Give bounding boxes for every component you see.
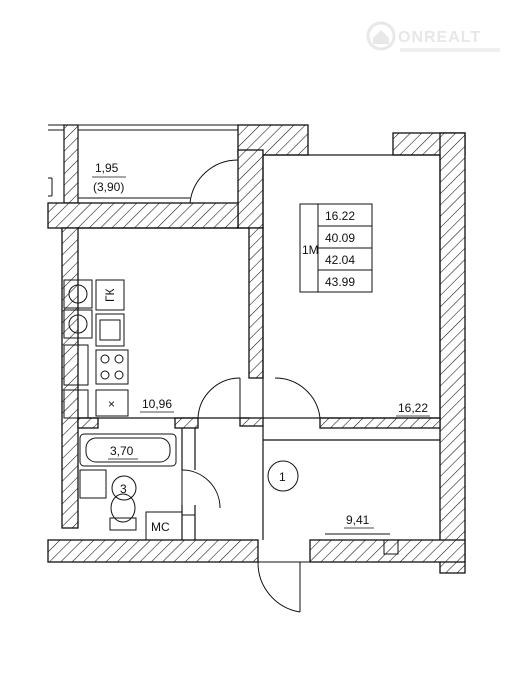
kitchen-door (197, 377, 241, 419)
area-table (299, 203, 373, 293)
walls (47, 124, 466, 574)
interior-lines (78, 154, 441, 540)
hall-area: 9,41 (346, 513, 370, 527)
stove (95, 349, 129, 385)
balcony-area: 1,95 (95, 161, 119, 175)
watermark-text: ONREALT (398, 29, 481, 46)
bathroom-fixtures (79, 433, 195, 541)
living-door (262, 377, 321, 419)
balcony-area-coef: (3,90) (93, 180, 124, 194)
watermark: ONREALT (366, 21, 500, 52)
toilet-bowl (110, 493, 136, 523)
hall-fixtures (267, 460, 399, 555)
area-living: 16.22 (325, 209, 355, 223)
house-logo-icon (366, 21, 396, 51)
area-with-balcony-full: 43.99 (325, 275, 355, 289)
fridge-box (95, 389, 129, 417)
area-total: 40.09 (325, 231, 355, 245)
balcony (48, 124, 245, 204)
hall-number: 1 (279, 470, 286, 484)
doors (181, 159, 321, 613)
bathroom-door (181, 469, 221, 509)
apartment-type: 1M (302, 243, 319, 257)
kitchen-tag: × (108, 397, 115, 411)
washbasin (79, 469, 107, 499)
boiler-tag: ГК (103, 289, 117, 303)
hall-number-circle (267, 460, 299, 492)
area-with-balcony: 42.04 (325, 253, 355, 267)
bathroom-area: 3,70 (110, 444, 134, 458)
living-area: 16,22 (398, 401, 428, 415)
kitchen-area: 10,96 (142, 397, 172, 411)
bathtub (79, 433, 177, 467)
shaft-box (145, 511, 183, 541)
kitchen-fixtures (63, 279, 129, 419)
balcony-door (189, 159, 239, 204)
shaft-tag: МС (151, 520, 170, 534)
sink (95, 313, 125, 347)
entrance-door (257, 561, 310, 613)
boiler-box (95, 279, 125, 311)
toilet-tank (109, 517, 137, 531)
bathroom-number: 3 (120, 482, 127, 496)
bathroom-number-circle (111, 475, 137, 501)
